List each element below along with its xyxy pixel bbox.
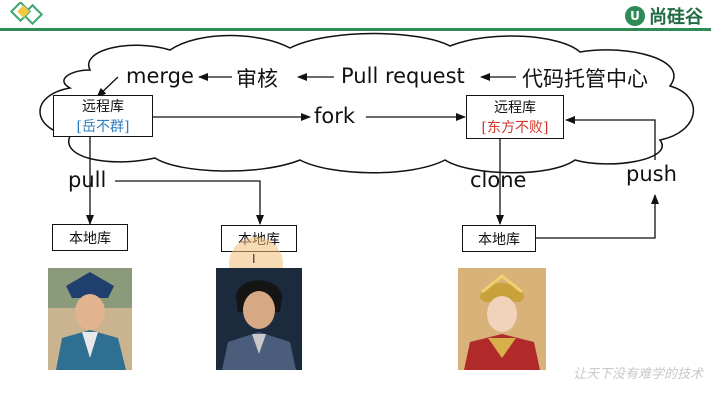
remote-repo-left: 远程库 [岳不群] [53, 95, 153, 137]
clone-label: clone [470, 168, 527, 192]
brand-logo: U 尚硅谷 [625, 5, 703, 28]
remote-repo-right-title: 远程库 [494, 100, 536, 116]
arrow-merge-to-remote [96, 76, 119, 98]
remote-repo-left-title: 远程库 [82, 99, 124, 115]
brand-icon: U [625, 6, 645, 26]
watermark: 让天下没有难学的技术 [572, 367, 703, 382]
local-repo-3: 本地库 [462, 225, 536, 252]
remote-repo-right: 远程库 [东方不败] [466, 95, 564, 139]
remote-repo-right-owner: [东方不败] [481, 120, 549, 136]
review-label: 审核 [236, 67, 278, 91]
local-repo-1: 本地库 [52, 224, 128, 251]
cursor-icon: I [252, 252, 256, 266]
portrait-2 [216, 268, 302, 370]
brand-name: 尚硅谷 [649, 7, 703, 28]
arrow-pull-to-local-2 [115, 180, 264, 225]
push-label: push [626, 162, 677, 186]
arrow-push-to-remote [565, 116, 656, 160]
arrow-local-3-to-push [536, 194, 659, 239]
pull-request-label: Pull request [341, 64, 465, 88]
header-bar [0, 0, 711, 30]
remote-repo-left-owner: [岳不群] [76, 119, 130, 135]
pull-label: pull [68, 168, 107, 192]
portrait-3 [458, 268, 546, 370]
hosting-center-label: 代码托管中心 [522, 67, 648, 91]
fork-label: fork [314, 104, 356, 128]
logo-mark-icon [9, 2, 44, 26]
merge-label: merge [126, 64, 194, 88]
header-divider [0, 28, 711, 31]
portrait-1 [48, 268, 132, 370]
